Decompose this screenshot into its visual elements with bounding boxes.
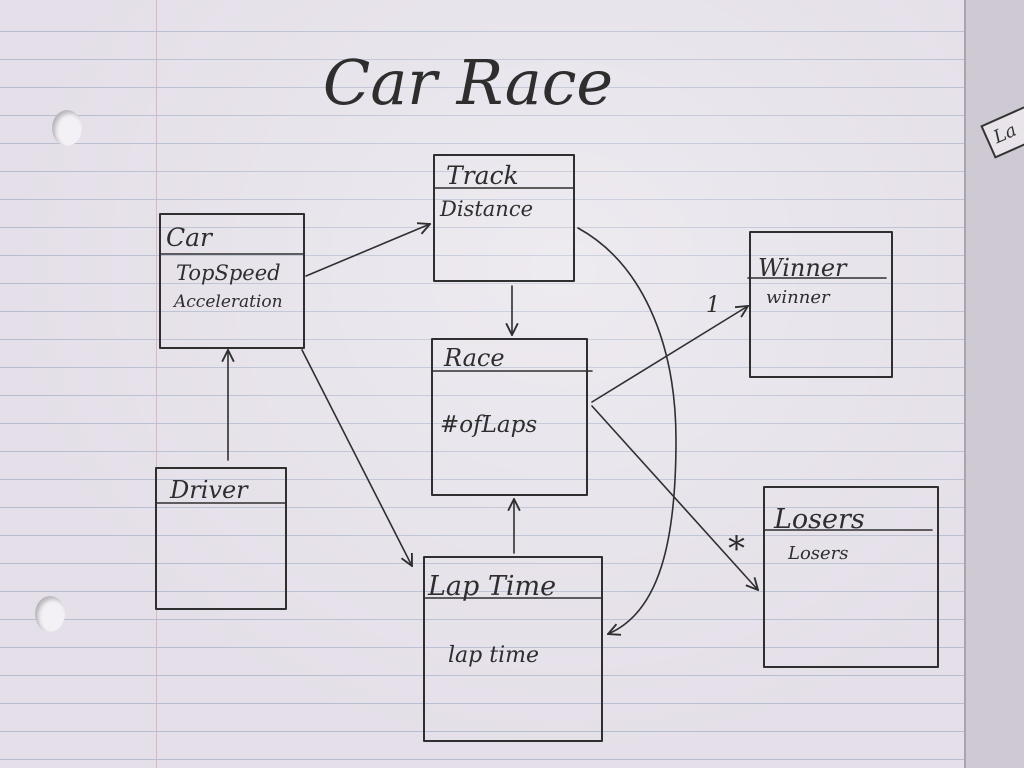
class-race: Race #ofLaps — [431, 338, 593, 496]
class-lap-time-box — [423, 556, 603, 742]
class-winner: Winner winner — [747, 231, 893, 378]
arrow-race-to-winner — [591, 306, 748, 403]
class-winner-box — [749, 231, 893, 378]
class-race-attr-1: #ofLaps — [440, 412, 537, 438]
class-lap-time-attr-1: lap time — [448, 643, 539, 668]
arrow-car-to-lap-time — [301, 349, 412, 566]
class-car-box — [159, 213, 305, 349]
diagram-title: Car Race — [323, 46, 613, 119]
class-race-box — [431, 338, 588, 496]
class-car-attr-2: Acceleration — [172, 292, 283, 312]
class-track-box — [433, 154, 575, 282]
arrow-car-to-track — [305, 224, 430, 277]
multiplicity-losers: * — [728, 529, 745, 569]
class-lap-time-name: Lap Time — [427, 571, 556, 602]
arrow-race-to-losers — [591, 405, 758, 590]
class-race-name: Race — [443, 344, 505, 372]
class-losers: Losers Losers — [763, 486, 939, 668]
class-car: Car TopSpeed Acceleration — [159, 213, 305, 349]
class-driver-box — [155, 467, 287, 610]
class-lap-time: Lap Time lap time — [423, 556, 603, 742]
class-track-name: Track — [446, 161, 519, 190]
class-driver-name: Driver — [169, 476, 249, 504]
class-car-name: Car — [166, 223, 214, 252]
class-driver: Driver — [155, 467, 287, 610]
class-losers-attr-1: Losers — [787, 543, 849, 564]
class-track-attr-1: Distance — [439, 197, 533, 221]
class-winner-name: Winner — [758, 254, 848, 282]
binder-hole-bottom — [35, 596, 65, 632]
multiplicity-winner: 1 — [706, 293, 720, 318]
class-losers-name: Losers — [773, 504, 865, 535]
class-track: Track Distance — [433, 154, 575, 282]
class-losers-box — [763, 486, 939, 668]
paper-margin-line — [156, 0, 157, 768]
class-car-attr-1: TopSpeed — [176, 261, 281, 285]
binder-hole-top — [52, 110, 82, 146]
class-winner-attr-1: winner — [766, 287, 831, 308]
arrow-track-to-lap-time — [577, 227, 677, 634]
